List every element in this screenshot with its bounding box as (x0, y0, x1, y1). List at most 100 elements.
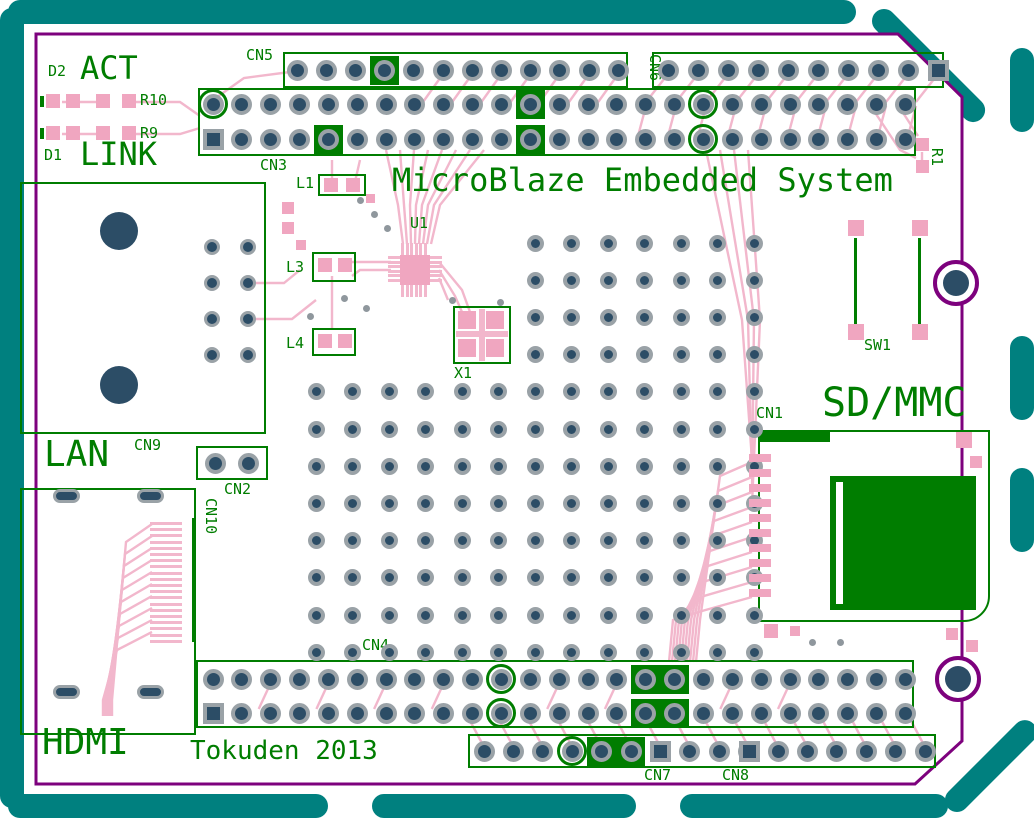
proto-pad (380, 494, 398, 512)
x1-pad (458, 339, 476, 357)
proto-pad (599, 308, 617, 326)
proto-pad (563, 569, 580, 587)
proto-pad (453, 383, 471, 401)
header-pin (866, 93, 888, 115)
header-key-circle (688, 124, 718, 154)
l3-pad (338, 258, 352, 272)
header-pin (462, 128, 484, 150)
header-pin-square (202, 128, 224, 150)
proto-pad (709, 346, 726, 364)
trace (250, 269, 301, 285)
proto-pad (490, 420, 507, 438)
header-pin (473, 740, 495, 762)
cn3-outline (198, 88, 916, 156)
trace (408, 149, 416, 245)
via (306, 312, 314, 320)
cn10-pad (150, 627, 182, 631)
header-pin (721, 702, 743, 724)
r9-pad (122, 126, 136, 140)
header-pin (664, 93, 686, 115)
board-title: MicroBlaze Embedded System (392, 161, 893, 199)
cn1-pad (749, 484, 771, 492)
panel-rail-bottom-1 (8, 794, 328, 818)
l4-pad (318, 334, 332, 348)
proto-pad (636, 532, 653, 550)
cn1-pad (749, 454, 771, 462)
proto-pad (490, 643, 507, 661)
l1-pad (324, 178, 338, 192)
trace (425, 149, 472, 245)
lan-pin (240, 347, 256, 363)
proto-pad (380, 420, 398, 438)
via (836, 638, 844, 646)
header-pin (432, 59, 454, 81)
proto-pad (672, 494, 690, 512)
proto-pad (526, 457, 544, 475)
cn10-pad (150, 577, 182, 581)
label-act: ACT (80, 49, 138, 87)
mounting-hole-drill (943, 270, 969, 296)
sd-connector-outline (758, 430, 990, 622)
lan-pin (240, 275, 256, 291)
u1-thermal-pad (400, 255, 430, 285)
u1-pin (430, 279, 442, 282)
sd-anchor-pad (790, 626, 800, 636)
header-pin (692, 128, 714, 150)
sw1-pad (848, 324, 864, 340)
r10-pad (122, 94, 136, 108)
proto-pad (599, 532, 617, 550)
header-pin (404, 702, 426, 724)
panel-rail-bottom-3 (680, 794, 948, 818)
x1-pad (458, 311, 476, 329)
refdes-x1: X1 (454, 364, 473, 382)
cn10-pad (150, 528, 182, 532)
via (448, 296, 456, 304)
proto-pad (709, 569, 726, 587)
l1-outline (318, 174, 366, 196)
proto-pad (490, 494, 507, 512)
header-pin (346, 128, 368, 150)
header-pin (578, 59, 600, 81)
proto-pad (709, 457, 726, 475)
header-pin (260, 128, 282, 150)
sw1-pad (848, 220, 864, 236)
trace (384, 149, 405, 245)
hdmi-mount-pad (53, 685, 80, 699)
refdes-d2: D2 (48, 62, 67, 80)
cn10-pad (150, 553, 182, 556)
proto-pad (380, 532, 398, 550)
x1-cross (479, 309, 485, 361)
header-pin (548, 668, 570, 690)
cn10-pad (150, 522, 182, 525)
cn1-pad (749, 499, 771, 507)
cn1-pad (749, 514, 771, 522)
diode-cathode-mark (40, 128, 44, 139)
hdmi-connector-outline (20, 488, 196, 735)
panel-rail-right-2 (1010, 336, 1034, 420)
proto-pad (307, 420, 325, 438)
header-pin (606, 128, 628, 150)
header-pin (837, 128, 859, 150)
header-pin (344, 59, 366, 81)
header-pin (894, 702, 916, 724)
lan-connector-outline (20, 182, 266, 434)
sw1-outline (918, 238, 921, 324)
refdes-cn9: CN9 (134, 436, 162, 454)
refdes-u1: U1 (410, 214, 429, 232)
header-pin (577, 128, 599, 150)
lan-mount-hole (100, 366, 138, 404)
proto-pad (344, 420, 361, 438)
proto-pad (526, 532, 544, 550)
header-pin (202, 93, 224, 115)
header-pin (914, 740, 936, 762)
proto-pad (490, 383, 507, 401)
header-pin (750, 702, 772, 724)
trace (417, 149, 444, 245)
proto-pad (563, 606, 580, 624)
proto-pad (453, 420, 471, 438)
refdes-l1: L1 (296, 174, 315, 192)
proto-pad (344, 457, 361, 475)
header-pin (808, 128, 830, 150)
proto-pad (526, 383, 544, 401)
header-pin (779, 702, 801, 724)
